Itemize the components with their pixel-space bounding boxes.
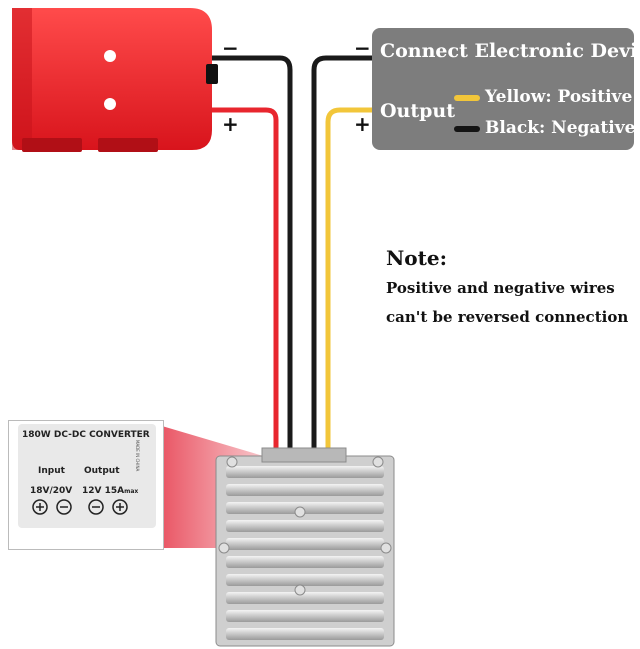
note-line-1: Positive and negative wires [386,279,615,297]
output-plus-mark: + [354,112,371,136]
dc-dc-converter [215,447,395,647]
input-header: Input [38,466,65,476]
converter-title: 180W DC-DC CONVERTER [22,430,150,440]
output-spec-value: 12V 15A [82,486,125,496]
terminal-symbols [32,499,128,515]
input-minus-mark: − [222,36,239,60]
device-box-title: Connect Electronic Device [380,40,640,62]
output-wires [311,55,374,458]
device-info-box [372,28,634,150]
note-title: Note: [386,246,447,270]
black-wire-swatch [454,126,480,132]
output-label: Output [380,100,456,122]
input-spec: 18V/20V [30,486,73,496]
output-header: Output [84,466,120,476]
black-negative-text: Black: Negative- [485,118,640,138]
converter-label-plate [18,424,156,528]
input-minus-terminal-icon [56,499,72,515]
yellow-wire-swatch [454,95,480,101]
input-plus-mark: + [222,112,239,136]
input-wires [212,55,293,458]
output-spec: 12V 15Amax [82,486,138,496]
output-minus-terminal-icon [88,499,104,515]
output-minus-mark: − [354,36,371,60]
input-plus-terminal-icon [32,499,48,515]
label-side-text: MADE IN CHINA [135,440,140,472]
output-spec-suffix: max [124,488,139,495]
battery-adapter [12,8,218,152]
yellow-positive-text: Yellow: Positive+ [485,87,640,107]
note-line-2: can't be reversed connection [386,308,629,326]
output-plus-terminal-icon [112,499,128,515]
